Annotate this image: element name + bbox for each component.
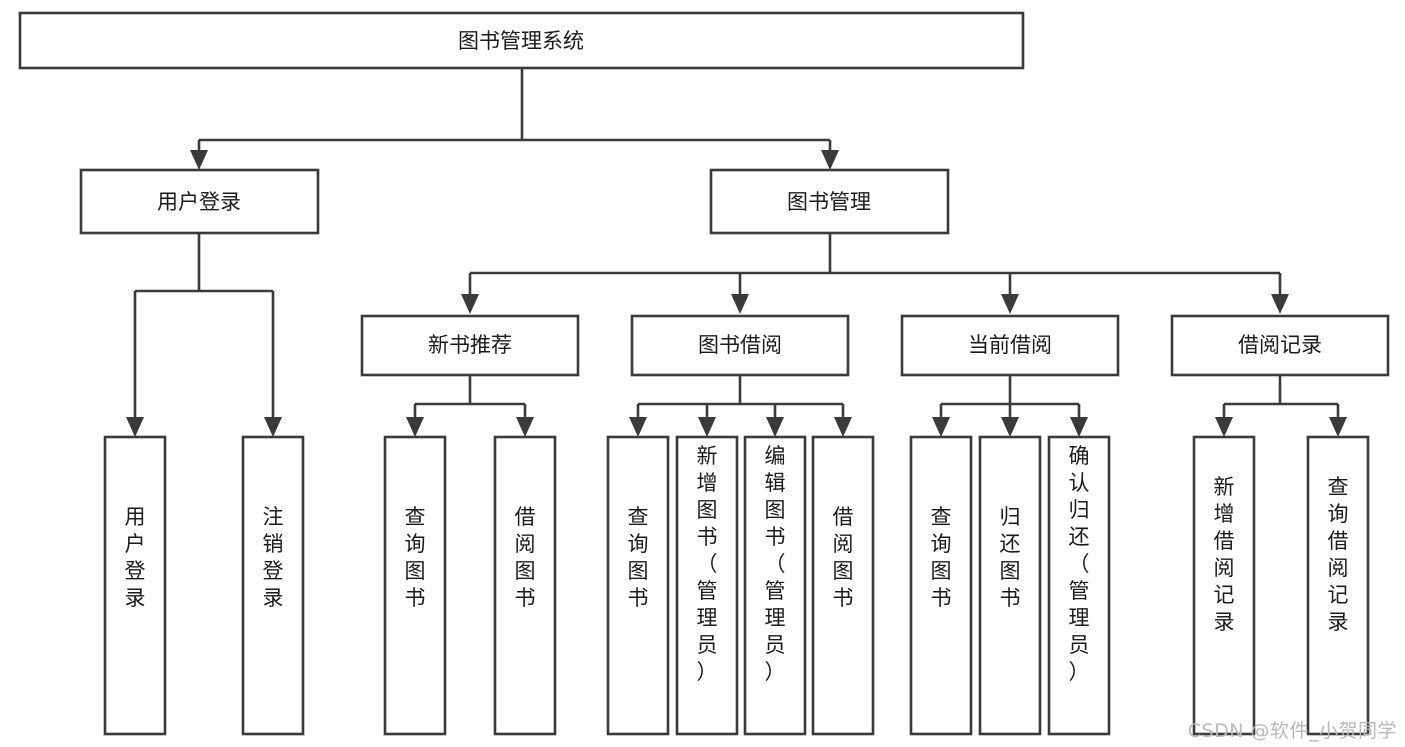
leaf-node-add-record[interactable]: 新增借阅记录 bbox=[1192, 435, 1256, 736]
leaf-node-add-book[interactable]: 新增图书（管理员） bbox=[675, 435, 739, 736]
leaf-label-borrow-book-2: 借阅图书 bbox=[833, 505, 854, 610]
node-book-borrow[interactable]: 图书借阅 bbox=[630, 314, 850, 377]
node-box-new-book-recommend bbox=[360, 314, 580, 377]
leaf-box-query-book-1 bbox=[383, 435, 447, 736]
leaf-box-return-book bbox=[978, 435, 1042, 736]
leaf-node-user-login[interactable]: 用户登录 bbox=[103, 435, 167, 736]
arrow-leaf-return-book bbox=[1001, 417, 1019, 437]
leaf-label-user-login: 用户登录 bbox=[125, 505, 146, 610]
arrow-leaf-edit-book bbox=[766, 417, 784, 437]
leaf-node-borrow-book-2[interactable]: 借阅图书 bbox=[811, 435, 875, 736]
node-label-root: 图书管理系统 bbox=[458, 29, 584, 53]
leaf-box-query-book-2 bbox=[606, 435, 670, 736]
leaf-label-query-book-1: 查询图书 bbox=[405, 505, 426, 610]
arrow-to-borrow-record bbox=[1271, 294, 1289, 314]
leaf-box-confirm-return bbox=[1047, 435, 1111, 736]
leaf-label-return-book: 归还图书 bbox=[1000, 505, 1021, 610]
leaf-label-confirm-return: 确认归还（管理员） bbox=[1069, 444, 1090, 684]
leaf-node-borrow-book-1[interactable]: 借阅图书 bbox=[493, 435, 557, 736]
leaf-label-query-book-2: 查询图书 bbox=[628, 505, 649, 610]
leaf-node-query-book-1[interactable]: 查询图书 bbox=[383, 435, 447, 736]
leaf-box-add-book bbox=[675, 435, 739, 736]
arrow-leaf-confirm-return bbox=[1070, 417, 1088, 437]
leaf-box-query-record bbox=[1306, 435, 1370, 736]
leaf-node-query-book-3[interactable]: 查询图书 bbox=[909, 435, 973, 736]
leaf-label-query-book-3: 查询图书 bbox=[931, 505, 952, 610]
connector-layer bbox=[126, 68, 1347, 437]
arrow-to-new-book bbox=[461, 294, 479, 314]
node-label-current-borrow: 当前借阅 bbox=[968, 333, 1052, 357]
node-box-borrow-record bbox=[1170, 314, 1390, 377]
node-user-login[interactable]: 用户登录 bbox=[79, 168, 320, 235]
leaf-box-add-record bbox=[1192, 435, 1256, 736]
node-box-user-login bbox=[79, 168, 320, 235]
node-borrow-record[interactable]: 借阅记录 bbox=[1170, 314, 1390, 377]
arrow-leaf-user-login bbox=[126, 417, 144, 437]
arrow-leaf-query-book-3 bbox=[932, 417, 950, 437]
leaf-label-query-record: 查询借阅记录 bbox=[1328, 475, 1349, 634]
node-box-current-borrow bbox=[900, 314, 1120, 377]
leaf-node-return-book[interactable]: 归还图书 bbox=[978, 435, 1042, 736]
leaf-label-edit-book: 编辑图书（管理员） bbox=[765, 444, 786, 684]
arrow-leaf-query-book-1 bbox=[406, 417, 424, 437]
leaf-label-add-record: 新增借阅记录 bbox=[1214, 475, 1235, 634]
leaf-node-logout-login[interactable]: 注销登录 bbox=[241, 435, 305, 736]
arrow-leaf-borrow-book-1 bbox=[516, 417, 534, 437]
leaf-node-query-record[interactable]: 查询借阅记录 bbox=[1306, 435, 1370, 736]
node-new-book-recommend[interactable]: 新书推荐 bbox=[360, 314, 580, 377]
node-label-book-borrow: 图书借阅 bbox=[698, 333, 782, 357]
arrow-leaf-add-record bbox=[1215, 417, 1233, 437]
node-label-user-login: 用户登录 bbox=[157, 190, 241, 214]
arrow-to-current-borrow bbox=[1001, 294, 1019, 314]
arrow-leaf-query-record bbox=[1329, 417, 1347, 437]
node-book-manage[interactable]: 图书管理 bbox=[709, 168, 950, 235]
node-box-book-manage bbox=[709, 168, 950, 235]
node-label-book-manage: 图书管理 bbox=[787, 190, 871, 214]
leaf-node-confirm-return[interactable]: 确认归还（管理员） bbox=[1047, 435, 1111, 736]
node-label-borrow-record: 借阅记录 bbox=[1238, 333, 1322, 357]
arrow-to-book-manage bbox=[821, 150, 839, 170]
arrow-to-user-login bbox=[190, 150, 208, 170]
leaf-label-borrow-book-1: 借阅图书 bbox=[515, 505, 536, 610]
leaf-box-logout-login bbox=[241, 435, 305, 736]
node-current-borrow[interactable]: 当前借阅 bbox=[900, 314, 1120, 377]
node-label-new-book-recommend: 新书推荐 bbox=[428, 333, 512, 357]
leaf-label-logout-login: 注销登录 bbox=[263, 505, 284, 610]
leaf-node-query-book-2[interactable]: 查询图书 bbox=[606, 435, 670, 736]
arrow-to-book-borrow bbox=[731, 294, 749, 314]
leaf-box-user-login bbox=[103, 435, 167, 736]
arrow-leaf-add-book bbox=[698, 417, 716, 437]
leaf-box-borrow-book-1 bbox=[493, 435, 557, 736]
leaf-label-add-book: 新增图书（管理员） bbox=[697, 444, 718, 684]
node-box-book-borrow bbox=[630, 314, 850, 377]
node-box-root bbox=[18, 11, 1025, 70]
leaf-box-edit-book bbox=[743, 435, 807, 736]
node-book-management-system[interactable]: 图书管理系统 bbox=[18, 11, 1025, 70]
arrow-leaf-logout-login bbox=[264, 417, 282, 437]
arrow-leaf-query-book-2 bbox=[629, 417, 647, 437]
leaf-node-edit-book[interactable]: 编辑图书（管理员） bbox=[743, 435, 807, 736]
csdn-watermark: CSDN @软件_小贺同学 bbox=[1187, 720, 1397, 742]
arrow-leaf-borrow-book-2 bbox=[834, 417, 852, 437]
leaf-box-query-book-3 bbox=[909, 435, 973, 736]
leaf-box-borrow-book-2 bbox=[811, 435, 875, 736]
